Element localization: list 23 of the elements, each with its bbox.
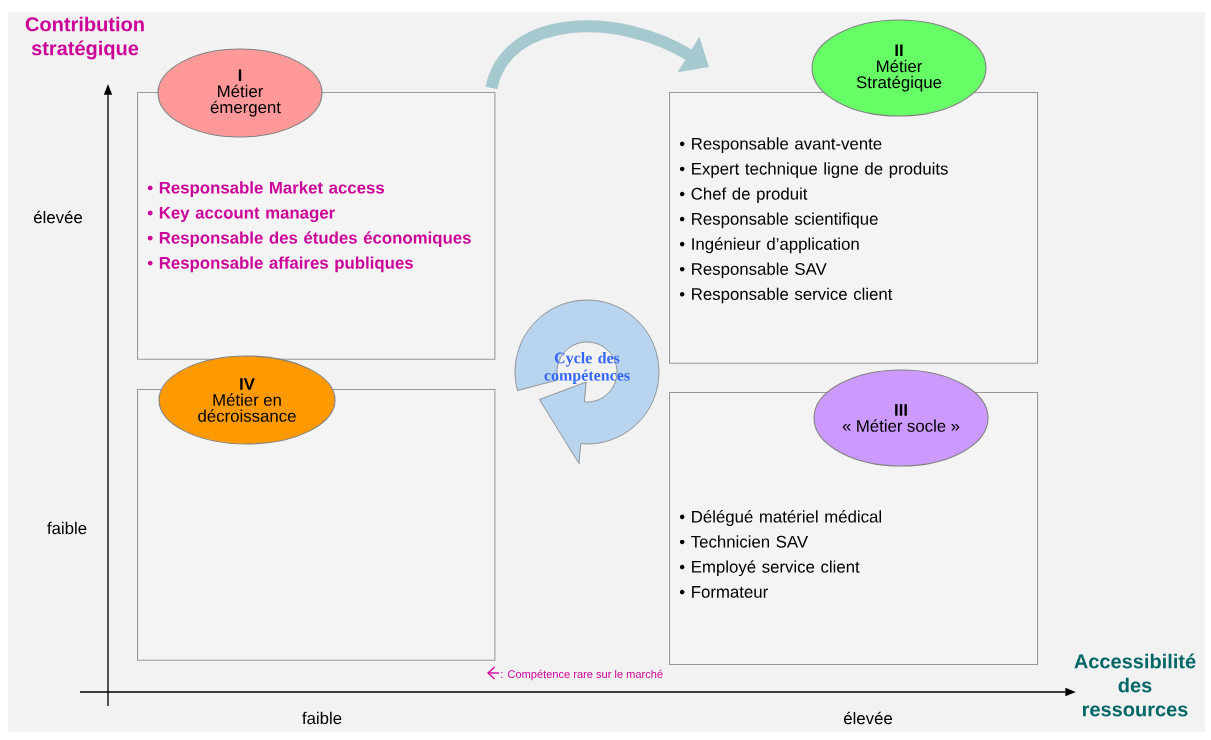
bullet-item: • Responsable affaires publiques [147,256,413,273]
axis-title: Accessibilité des ressources [1074,653,1196,717]
bullet-item: • Responsable SAV [679,262,827,279]
bullet-item: • Expert technique ligne de produits [679,162,948,178]
axis-tick-label: faible [47,521,87,535]
bullet-item: • Responsable avant-vente [679,137,882,153]
axis-tick-label: élevée [843,711,892,725]
bullet-item: • Key account manager [147,206,335,223]
bullet-item: • Responsable des études économiques [147,231,471,248]
bullet-item: • Formateur [679,586,768,598]
bullet-item: • Ingénieur d’application [679,237,859,254]
axis-title: Contribution stratégique [25,16,144,60]
axis-tick-label: faible [302,711,342,725]
bullet-item: • Responsable Market access [147,181,384,197]
axis-tick-label: élevée [33,210,82,224]
bullet-item: • Chef de produit [679,187,808,204]
bullet-item: • Délégué matériel médical [679,510,881,526]
bullet-item: • Employé service client [679,560,860,577]
bullet-item: • Technicien SAV [679,535,808,548]
bullet-item: • Responsable scientifique [679,212,878,229]
quadrant-box [137,389,496,661]
bullet-item: • Responsable service client [679,287,893,304]
legend-text: : Compétence rare sur le marché [501,669,663,681]
